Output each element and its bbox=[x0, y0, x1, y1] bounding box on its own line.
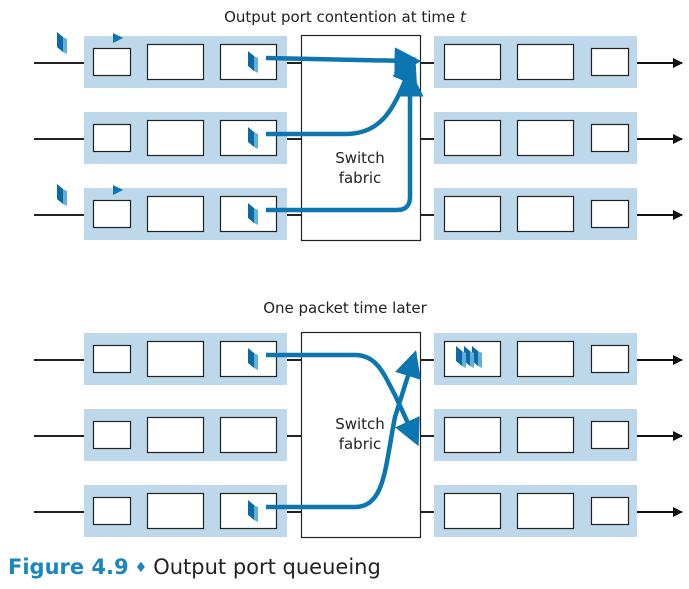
packet-face bbox=[57, 184, 63, 204]
data-link-box bbox=[516, 492, 575, 530]
line-termination-box bbox=[590, 420, 630, 450]
line-termination-box bbox=[92, 47, 132, 77]
data-link-box bbox=[516, 416, 575, 454]
queued-packet-icon bbox=[248, 348, 258, 370]
lookup-queue-box bbox=[219, 416, 278, 454]
panel-top bbox=[34, 32, 683, 242]
packet-side bbox=[63, 37, 67, 54]
arriving-packet-icon bbox=[57, 32, 67, 54]
data-link-box bbox=[146, 119, 205, 157]
line-termination-box bbox=[590, 199, 630, 229]
figure-title: Output port queueing bbox=[153, 555, 381, 579]
line-termination-box bbox=[590, 496, 630, 526]
line-termination-box bbox=[92, 496, 132, 526]
line-termination-box bbox=[590, 123, 630, 153]
packet-flow-arrow bbox=[265, 47, 422, 75]
output-queue-box bbox=[443, 416, 502, 454]
output-queue-box bbox=[443, 119, 502, 157]
line-termination-box bbox=[92, 420, 132, 450]
arriving-packet-icon bbox=[57, 184, 67, 206]
fabric-label-bottom: Switch fabric bbox=[335, 415, 385, 453]
packet-side bbox=[254, 132, 258, 149]
queued-packet-icon bbox=[248, 500, 258, 522]
packet-side bbox=[478, 351, 482, 368]
svg-text:Switch: Switch bbox=[335, 149, 385, 167]
packet-face bbox=[248, 500, 254, 520]
packet-face bbox=[248, 127, 254, 147]
queued-packet-icon bbox=[248, 127, 258, 149]
packet-face bbox=[57, 32, 63, 52]
figure-caption: Figure 4.9 ♦ Output port queueing bbox=[8, 555, 381, 579]
diamond-separator-icon: ♦ bbox=[134, 560, 148, 576]
svg-text:fabric: fabric bbox=[339, 169, 382, 187]
svg-text:fabric: fabric bbox=[339, 435, 382, 453]
data-link-box bbox=[516, 119, 575, 157]
line-termination-box bbox=[92, 123, 132, 153]
data-link-box bbox=[146, 416, 205, 454]
queued-packet-icon bbox=[248, 203, 258, 225]
packet-face bbox=[248, 348, 254, 368]
packet-side bbox=[63, 189, 67, 206]
queued-packet-icon bbox=[248, 51, 258, 73]
packet-side bbox=[254, 505, 258, 522]
data-link-box bbox=[516, 340, 575, 378]
data-link-box bbox=[146, 43, 205, 81]
packet-side bbox=[254, 353, 258, 370]
panel-bottom bbox=[34, 331, 683, 539]
data-link-box bbox=[146, 195, 205, 233]
line-termination-box bbox=[590, 47, 630, 77]
figure-number: Figure 4.9 bbox=[8, 555, 129, 579]
packet-face bbox=[248, 51, 254, 71]
packet-side bbox=[462, 351, 466, 368]
packet-flow-arrow bbox=[266, 350, 421, 510]
data-link-box bbox=[516, 43, 575, 81]
arrow-head-icon bbox=[113, 185, 123, 195]
panel-title-top: Output port contention at time t bbox=[224, 8, 467, 26]
packet-face bbox=[456, 346, 462, 366]
packet-flow-arrow bbox=[266, 69, 424, 213]
data-link-box bbox=[146, 340, 205, 378]
data-link-box bbox=[146, 492, 205, 530]
lookup-queue-box bbox=[219, 195, 278, 233]
packet-face bbox=[248, 203, 254, 223]
packet-flow-arrow bbox=[266, 352, 420, 447]
svg-text:Switch: Switch bbox=[335, 415, 385, 433]
output-queued-packet-icon bbox=[464, 346, 474, 368]
packet-side bbox=[254, 208, 258, 225]
output-queue-box bbox=[443, 43, 502, 81]
data-link-box bbox=[516, 195, 575, 233]
fabric-label-top: Switch fabric bbox=[335, 149, 385, 187]
arrow-head-icon bbox=[113, 33, 123, 43]
panel-title-bottom: One packet time later bbox=[263, 299, 427, 317]
output-queue-box bbox=[443, 195, 502, 233]
line-termination-box bbox=[92, 199, 132, 229]
packet-side bbox=[254, 56, 258, 73]
line-termination-box bbox=[92, 344, 132, 374]
output-queued-packet-icon bbox=[456, 346, 466, 368]
packet-side bbox=[470, 351, 474, 368]
line-termination-box bbox=[590, 344, 630, 374]
output-queue-box bbox=[443, 492, 502, 530]
